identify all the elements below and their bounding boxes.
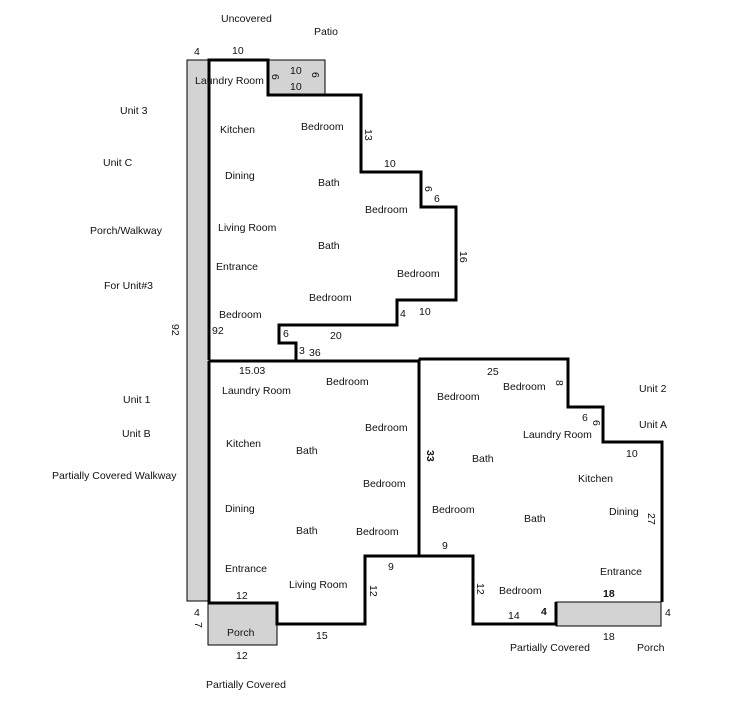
room-label: Bath [296, 445, 318, 457]
label-porch-walkway: Porch/Walkway [90, 225, 163, 237]
dimension-label: 9 [388, 561, 394, 573]
unit-b-wall [207, 361, 421, 626]
dimension-label: 25 [487, 366, 499, 378]
room-label: Porch [227, 627, 255, 639]
unit-a-wall-bottom [419, 554, 558, 626]
dimension-label: 6 [269, 74, 281, 80]
room-label: Bedroom [365, 204, 408, 216]
dimension-label: 12 [474, 583, 486, 595]
label-unitc: Unit C [103, 157, 133, 169]
dimension-label: 6 [434, 193, 440, 205]
label-for-unit3: For Unit#3 [104, 280, 153, 292]
room-label: Dining [225, 503, 255, 515]
label-partially-covered-walkway: Partially Covered Walkway [52, 470, 177, 482]
room-label: Dining [609, 506, 639, 518]
room-label: Bath [472, 453, 494, 465]
dimension-label: 9 [442, 540, 448, 552]
label-unit2: Unit 2 [639, 383, 667, 395]
room-label: Bedroom [309, 292, 352, 304]
room-label: Dining [225, 170, 255, 182]
dimension-label: 92 [212, 325, 224, 337]
room-label: Bath [318, 240, 340, 252]
dimension-label: 18 [603, 588, 615, 600]
label-uncovered: Uncovered [221, 13, 272, 25]
dimension-label: 10 [290, 81, 302, 93]
dimension-label: 4 [665, 607, 671, 619]
room-label: Bath [318, 177, 340, 189]
dimension-label: 12 [236, 590, 248, 602]
room-label: Entrance [225, 563, 267, 575]
room-label: Kitchen [220, 124, 255, 136]
room-label: Entrance [600, 566, 642, 578]
dimension-label: 27 [645, 513, 657, 525]
room-label: Kitchen [578, 473, 613, 485]
dimension-label: 4 [400, 308, 406, 320]
porch-a-rect [555, 601, 662, 627]
dimension-label: 8 [553, 380, 565, 386]
dimension-label: 6 [422, 186, 434, 192]
unit-a-wall [417, 357, 664, 602]
dimension-label: 18 [603, 631, 615, 643]
room-label: Bedroom [499, 585, 542, 597]
label-porch-a: Porch [637, 642, 665, 654]
label-unita: Unit A [639, 419, 667, 431]
room-label: Living Room [218, 222, 277, 234]
dimension-label: 13 [362, 129, 374, 141]
room-label: Bedroom [356, 526, 399, 538]
room-label: Bedroom [219, 309, 262, 321]
dimension-label: 10 [626, 448, 638, 460]
label-partially-covered-b: Partially Covered [206, 679, 286, 691]
room-label: Bedroom [365, 422, 408, 434]
room-label: Bedroom [437, 391, 480, 403]
unit-c-wall [207, 58, 458, 360]
dimension-label: 20 [330, 330, 342, 342]
dimension-label: 36 [309, 347, 321, 359]
label-unitb: Unit B [122, 428, 151, 440]
porch-b-rect [207, 602, 278, 646]
dimension-label: 6 [309, 72, 321, 78]
dimension-label: 12 [236, 650, 248, 662]
dimension-label: 12 [367, 585, 379, 597]
label-unit1: Unit 1 [123, 394, 151, 406]
room-label: Bedroom [397, 268, 440, 280]
dimension-label: 10 [232, 45, 244, 57]
dimension-label: 3 [299, 345, 305, 357]
dimension-label: 33 [424, 450, 436, 462]
room-label: Bedroom [363, 478, 406, 490]
room-label: Laundry Room [195, 75, 264, 87]
room-label: Bedroom [301, 121, 344, 133]
dimension-label: 7 [192, 622, 204, 628]
dimension-label: 4 [541, 606, 547, 618]
room-label: Bedroom [326, 376, 369, 388]
room-label: Kitchen [226, 438, 261, 450]
dimension-label: 15.03 [239, 365, 265, 377]
room-label: Bedroom [432, 504, 475, 516]
dimension-label: 10 [384, 158, 396, 170]
dimension-label: 6 [582, 412, 588, 424]
dimension-label: 10 [290, 65, 302, 77]
dimension-label: 4 [194, 46, 200, 58]
room-label: Bath [296, 525, 318, 537]
room-label: Bath [524, 513, 546, 525]
dimension-label: 6 [590, 420, 602, 426]
room-label: Laundry Room [222, 385, 291, 397]
room-label: Laundry Room [523, 429, 592, 441]
room-label: Entrance [216, 261, 258, 273]
label-partially-covered-a: Partially Covered [510, 642, 590, 654]
dimension-label: 10 [419, 306, 431, 318]
label-unit3: Unit 3 [120, 105, 148, 117]
room-label: Living Room [289, 579, 348, 591]
dimension-label: 6 [283, 328, 289, 340]
dimension-label: 15 [316, 630, 328, 642]
room-label: Bedroom [503, 381, 546, 393]
patio-rect [267, 59, 326, 96]
dimension-label: 92 [169, 324, 181, 336]
walkway-strip [186, 59, 210, 602]
dimension-label: 4 [194, 607, 200, 619]
dimension-label: 16 [457, 251, 469, 263]
label-patio: Patio [314, 26, 338, 38]
dimension-label: 14 [508, 610, 520, 622]
